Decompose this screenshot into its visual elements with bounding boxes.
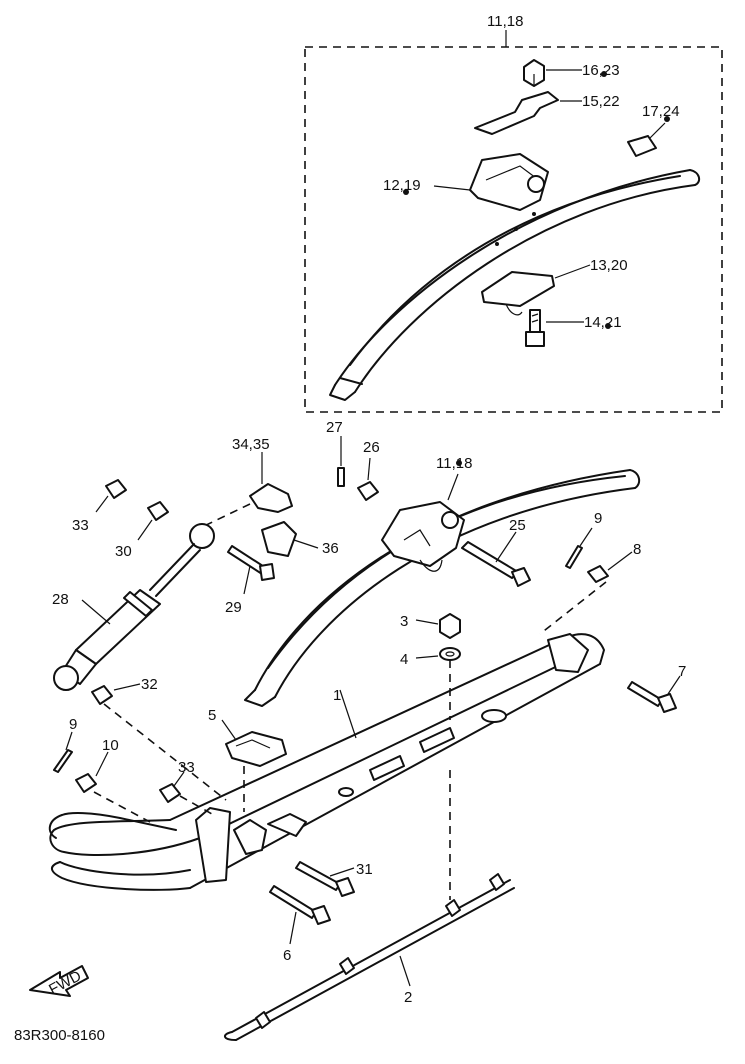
bolt-part-31 [295, 861, 355, 897]
nut-part-3 [415, 613, 461, 639]
callout-26: 26 [363, 439, 380, 456]
bracket-part-5 [221, 719, 287, 812]
bushing-part-32 [91, 683, 227, 801]
runner-part-2 [224, 770, 515, 1041]
bolt-part-7 [627, 675, 681, 713]
callout-27: 27 [326, 419, 343, 436]
callout-31: 31 [356, 861, 373, 878]
callout-3: 3 [400, 613, 408, 630]
collar-part-33-left [95, 479, 127, 513]
diagram-code: 83R300-8160 [14, 1027, 105, 1044]
callout-29: 29 [225, 599, 242, 616]
assembly-dashed-box [304, 46, 723, 413]
callout-11-18-top: 11,18 [487, 13, 523, 30]
callout-6: 6 [283, 947, 291, 964]
collar-part-26 [357, 457, 379, 501]
collar-part-8 [587, 551, 633, 583]
callout-9-right: 9 [594, 510, 602, 527]
pin-part-9-right [565, 527, 593, 569]
callout-2: 2 [404, 989, 412, 1006]
callout-8: 8 [633, 541, 641, 558]
callout-10: 10 [102, 737, 119, 754]
callout-7: 7 [678, 663, 686, 680]
callout-4: 4 [400, 651, 408, 668]
bushing-part-30 [137, 501, 169, 541]
callout-9-left: 9 [69, 716, 77, 733]
pin-part-9-left [53, 731, 73, 773]
bracket-part-34-35 [249, 452, 293, 513]
spring-assembly-group: 11,18 16,23 15,22 [304, 13, 723, 413]
collar-part-17-24 [627, 116, 670, 157]
callout-12-19: 12,19 [383, 177, 421, 194]
leader-dashed-8 [539, 581, 607, 635]
bracket-part-15-22 [474, 91, 582, 135]
spring-seat-part-12-19 [403, 153, 549, 211]
nut-part-16-23 [523, 59, 607, 87]
callout-33-mid: 33 [178, 759, 195, 776]
collar-part-10 [75, 751, 151, 823]
callout-13-20: 13,20 [590, 257, 628, 274]
callout-32: 32 [141, 676, 158, 693]
damper-block-part-36 [261, 521, 319, 557]
callout-28: 28 [52, 591, 69, 608]
callout-14-21: 14,21 [584, 314, 622, 331]
bolt-part-25 [461, 531, 531, 587]
bolt-part-29 [227, 545, 275, 595]
callout-25: 25 [509, 517, 526, 534]
collar-part-33-mid [159, 771, 213, 815]
washer-part-4 [415, 647, 461, 720]
plate-part-13-20 [481, 264, 591, 316]
fwd-arrow-icon: FWD [29, 965, 89, 998]
pin-part-27 [337, 436, 345, 487]
callout-5: 5 [208, 707, 216, 724]
leader-dashed-shock-top [199, 503, 251, 529]
ski-part-1 [48, 633, 605, 891]
spring-seat-mid-11-18 [381, 460, 465, 572]
leaf-spring-upper [329, 169, 701, 401]
callout-15-22: 15,22 [582, 93, 620, 110]
callout-34-35: 34,35 [232, 436, 270, 453]
callout-36: 36 [322, 540, 339, 557]
callout-16-23: 16,23 [582, 62, 620, 79]
callout-1: 1 [333, 687, 341, 704]
bolt-part-6 [269, 885, 331, 945]
callout-33-left: 33 [72, 517, 89, 534]
callout-17-24: 17,24 [642, 103, 680, 120]
callout-30: 30 [115, 543, 132, 560]
shock-absorber-part-28 [53, 523, 215, 691]
bolt-part-14-21 [525, 309, 611, 347]
callout-11-18-mid: 11,18 [436, 455, 472, 472]
